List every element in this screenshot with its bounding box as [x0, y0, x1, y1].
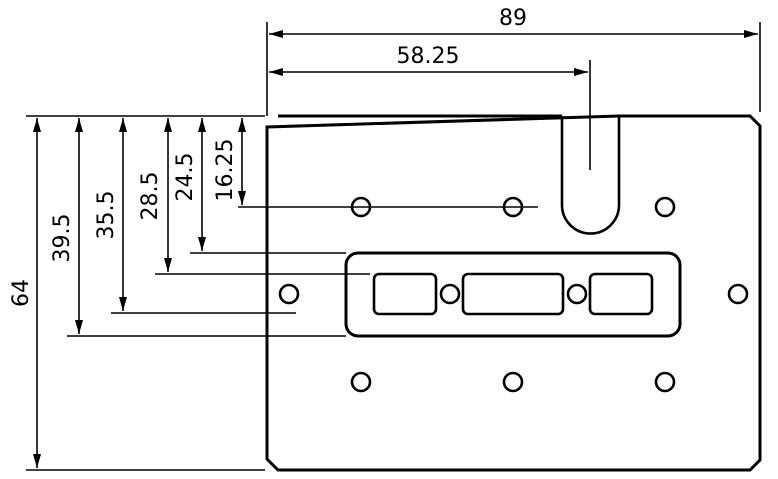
svg-text:28.5: 28.5	[138, 172, 163, 221]
hole	[654, 196, 676, 218]
connector-hole	[439, 283, 461, 305]
hole	[350, 371, 372, 393]
svg-text:24.5: 24.5	[173, 153, 198, 202]
svg-text:89: 89	[499, 6, 527, 31]
dimension-slot-58-25: 58.25	[269, 44, 588, 76]
dimension-height-64: 64	[9, 118, 41, 468]
dimension-16-25: 16.25	[213, 118, 246, 205]
svg-text:58.25: 58.25	[397, 44, 460, 69]
svg-text:16.25: 16.25	[213, 139, 238, 202]
dimension-35-5: 35.5	[94, 118, 127, 311]
u-slot	[560, 116, 621, 235]
connector-window-right	[588, 272, 654, 316]
side-hole-left	[278, 283, 300, 305]
svg-text:35.5: 35.5	[94, 191, 119, 240]
plate-outline	[265, 114, 762, 472]
dimension-39-5: 39.5	[50, 118, 83, 334]
hole	[654, 371, 676, 393]
dimension-28-5: 28.5	[138, 118, 172, 272]
lower-hole-row	[350, 371, 676, 393]
dimension-24-5: 24.5	[173, 118, 206, 251]
svg-text:64: 64	[9, 279, 34, 307]
dimension-width-89: 89	[269, 6, 758, 38]
connector-window-left	[372, 272, 438, 316]
hole	[502, 371, 524, 393]
svg-text:39.5: 39.5	[50, 214, 75, 263]
connector-window-center	[461, 272, 565, 316]
connector-hole	[566, 283, 588, 305]
side-hole-right	[727, 283, 749, 305]
connector-cutout	[344, 251, 682, 338]
